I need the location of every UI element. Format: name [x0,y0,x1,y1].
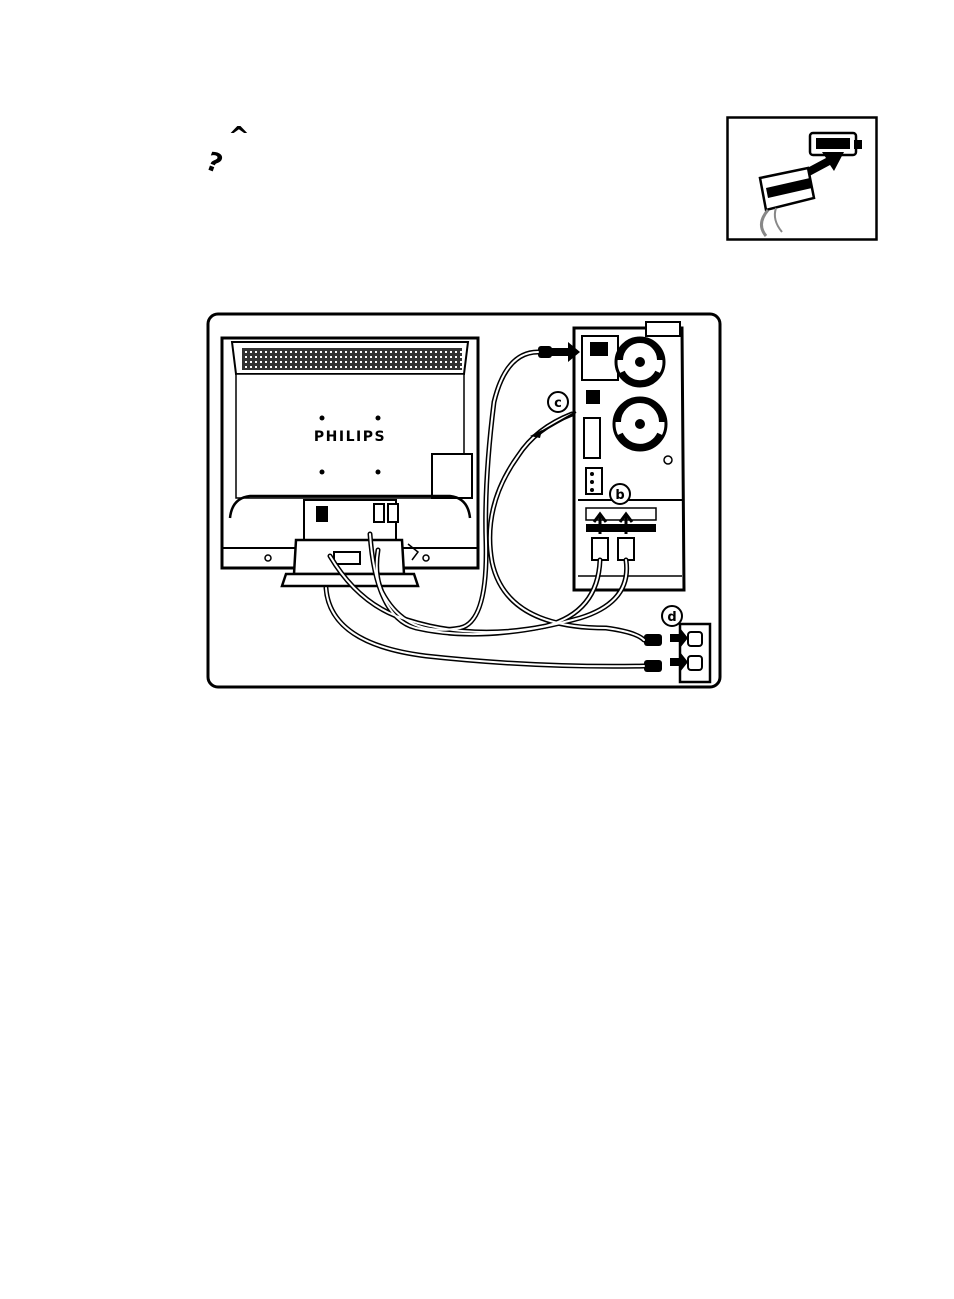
callout-d: d [662,606,682,626]
lower-fan-icon [614,398,666,450]
monitor-rear: PHILIPS [222,338,478,586]
upper-fan-icon [616,338,664,386]
callout-b: b [610,484,630,504]
computer-tower [574,322,684,590]
svg-text:c: c [554,396,562,411]
vent-grille [242,348,462,370]
callout-c: c [548,392,568,412]
connector-inset [726,116,878,242]
caret-glyph: ^ [228,122,250,152]
svg-text:d: d [667,610,676,625]
brand-logo: PHILIPS [314,429,386,445]
hook-glyph: ¿ [201,148,225,181]
connection-diagram: PHILIPS [206,312,722,690]
panel-connector-icon [810,133,862,155]
svg-text:b: b [615,488,624,503]
